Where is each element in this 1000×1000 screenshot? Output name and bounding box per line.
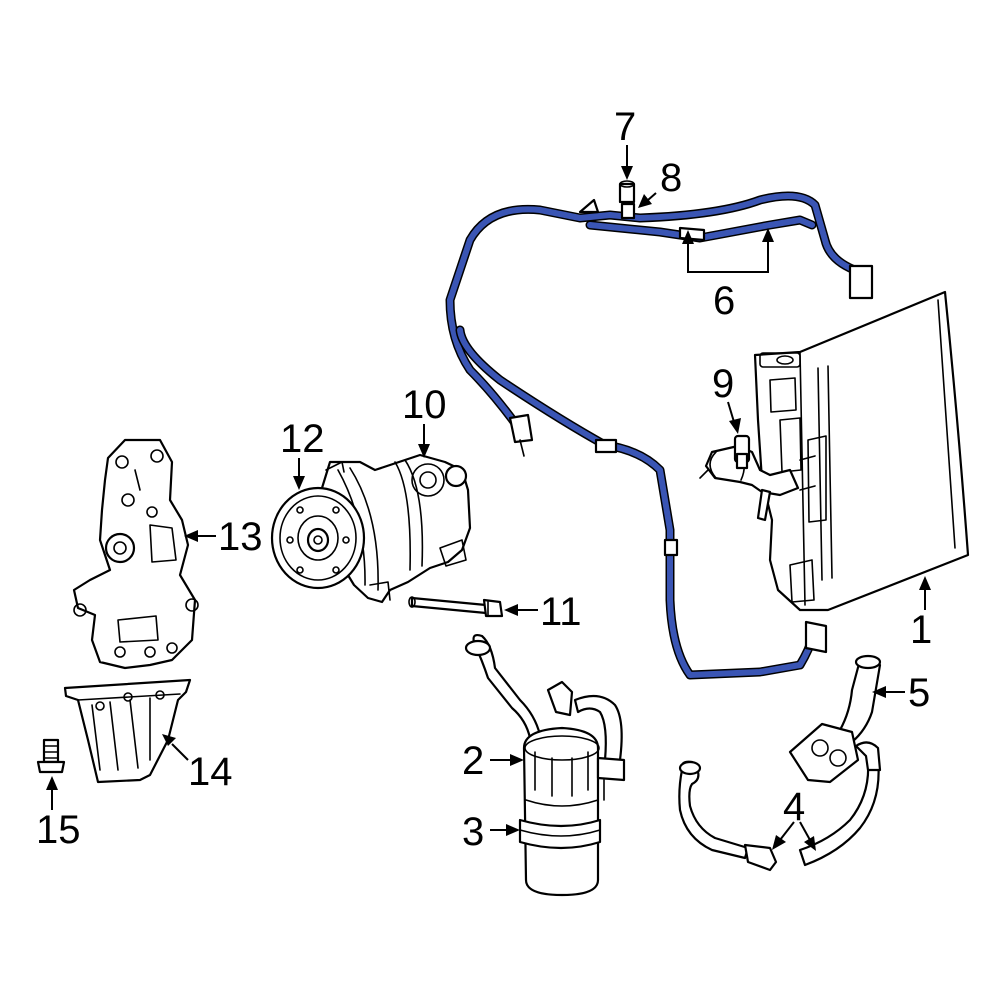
drier-clamp-icon	[518, 818, 602, 850]
callout-9: 9	[712, 362, 734, 406]
liquid-line-icon	[678, 758, 880, 872]
service-valve-icon	[620, 202, 636, 220]
callout-2: 2	[462, 739, 484, 783]
callout-10: 10	[402, 383, 447, 427]
callout-labels: 1 2 3 4 5 6 7 8 9 10 11 12 13 14 15	[36, 105, 932, 854]
receiver-drier-icon	[464, 633, 626, 897]
callout-11: 11	[540, 590, 582, 634]
suction-hose-icon	[788, 654, 882, 784]
callout-7: 7	[614, 105, 636, 149]
bolt-icon	[36, 738, 66, 774]
discharge-line-icon	[445, 191, 874, 680]
pressure-switch-icon	[699, 434, 800, 522]
support-bracket-icon	[63, 678, 192, 784]
callout-15: 15	[36, 808, 81, 852]
condenser-icon	[753, 290, 970, 612]
callout-4: 4	[783, 785, 805, 829]
clutch-icon	[270, 486, 366, 590]
callout-12: 12	[280, 417, 325, 461]
mounting-bracket-icon	[72, 438, 199, 670]
callout-3: 3	[462, 810, 484, 854]
callout-14: 14	[188, 750, 233, 794]
callout-5: 5	[908, 671, 930, 715]
callout-6: 6	[713, 279, 735, 323]
callout-8: 8	[660, 156, 682, 200]
callout-1: 1	[910, 608, 932, 652]
bolt-icon	[408, 596, 504, 618]
leader-lines	[46, 145, 931, 851]
service-cap-icon	[618, 180, 636, 204]
callout-13: 13	[218, 515, 263, 559]
